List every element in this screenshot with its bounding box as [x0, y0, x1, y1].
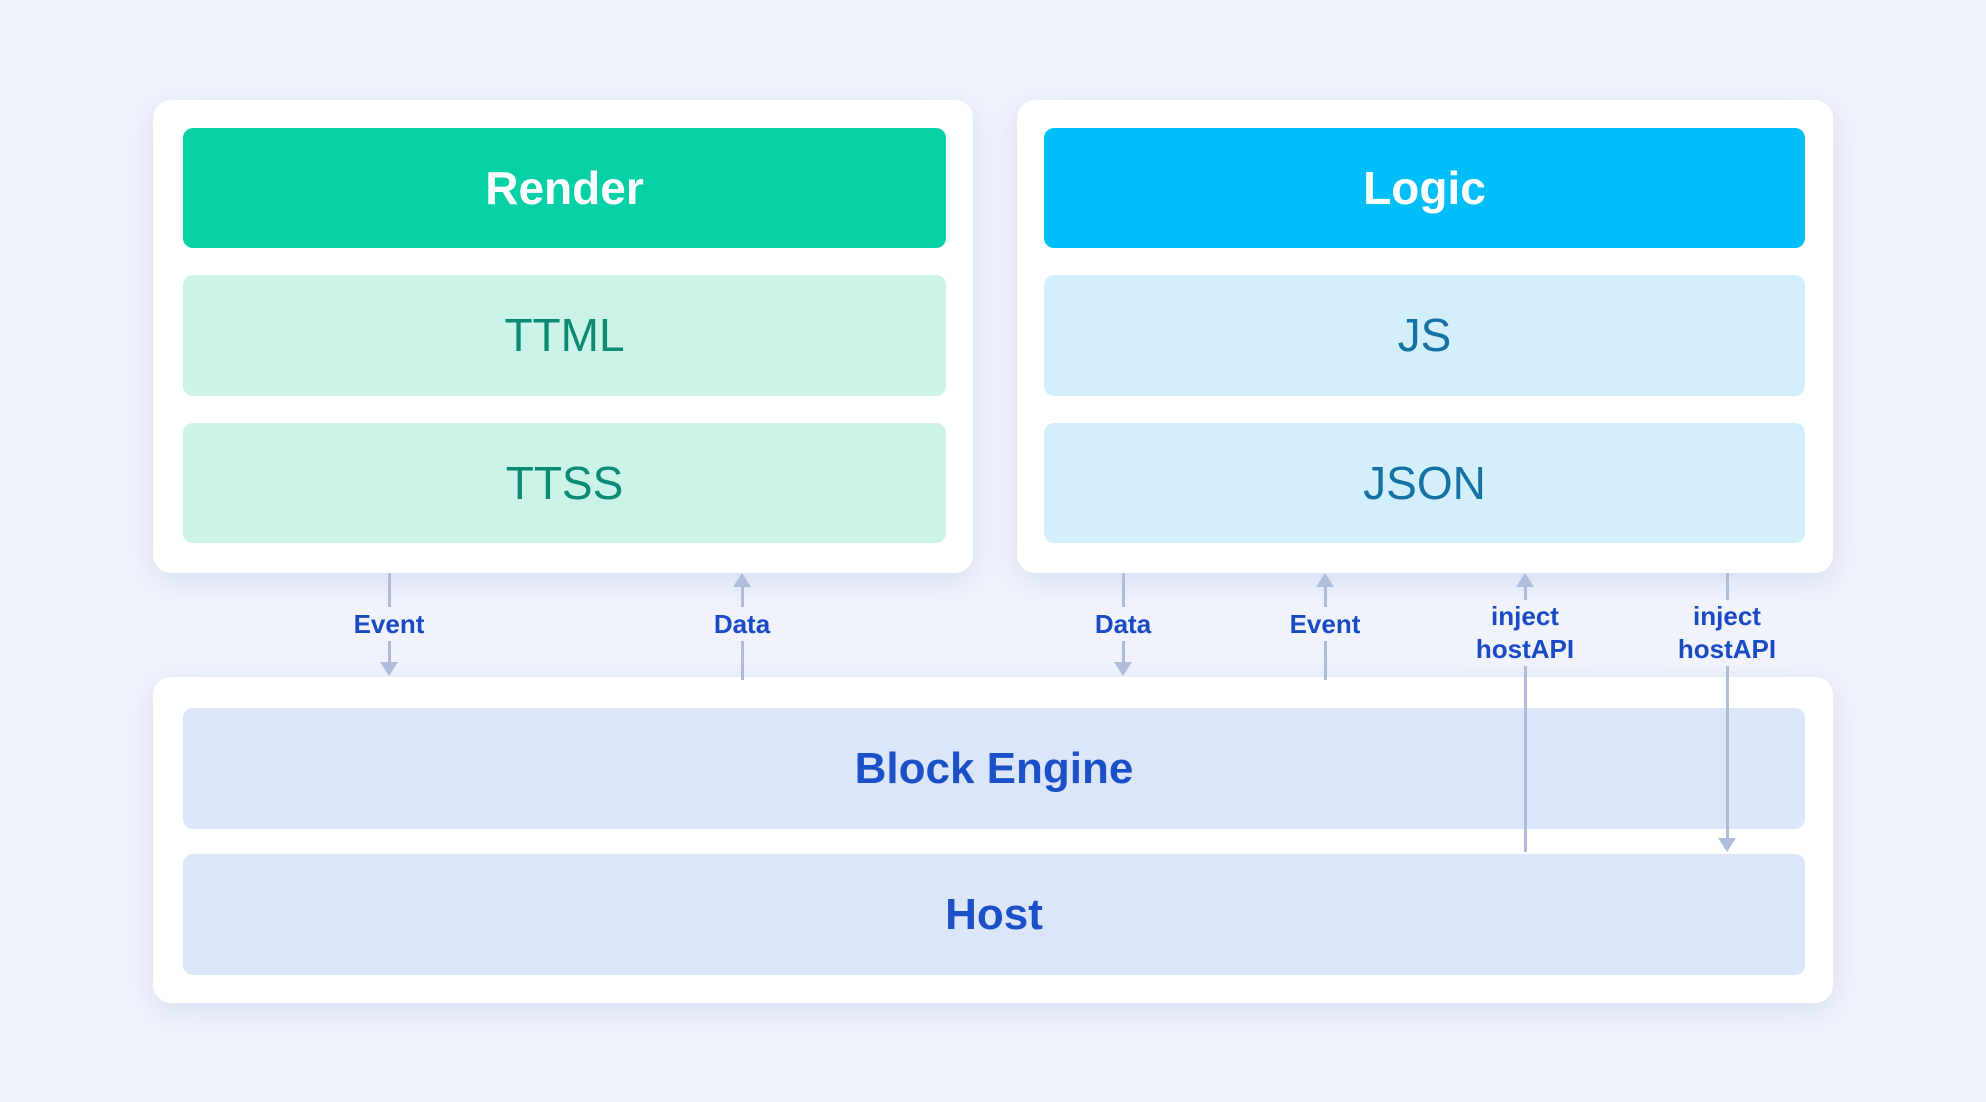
logic-header-label: Logic	[1363, 162, 1486, 215]
arrow-up-icon	[1523, 586, 1527, 852]
render-header: Render	[183, 128, 946, 249]
arrow-label-data: Data	[705, 607, 779, 641]
json-box: JSON	[1044, 422, 1805, 543]
arrow-down-icon	[1725, 573, 1729, 839]
js-label: JS	[1397, 309, 1452, 362]
render-panel: Render TTML TTSS	[153, 100, 973, 573]
js-box: JS	[1044, 275, 1805, 396]
host-label: Host	[945, 889, 1043, 939]
host-box: Host	[183, 854, 1805, 975]
ttss-box: TTSS	[183, 422, 946, 543]
block-engine-box: Block Engine	[183, 708, 1805, 829]
arrow-label-data: Data	[1086, 607, 1160, 641]
arrow-label-event: Event	[345, 607, 433, 641]
ttml-label: TTML	[504, 309, 625, 362]
ttml-box: TTML	[183, 275, 946, 396]
render-header-label: Render	[485, 162, 644, 215]
arrow-label-inject-hostapi: inject hostAPI	[1461, 600, 1589, 666]
logic-header: Logic	[1044, 128, 1805, 249]
block-engine-label: Block Engine	[854, 743, 1134, 793]
logic-panel: Logic JS JSON	[1017, 100, 1833, 573]
platform-panel: Block Engine Host	[153, 677, 1833, 1003]
ttss-label: TTSS	[505, 456, 624, 509]
arrow-label-inject-hostapi: inject hostAPI	[1663, 600, 1791, 666]
json-label: JSON	[1363, 456, 1486, 509]
arrow-label-event: Event	[1281, 607, 1369, 641]
